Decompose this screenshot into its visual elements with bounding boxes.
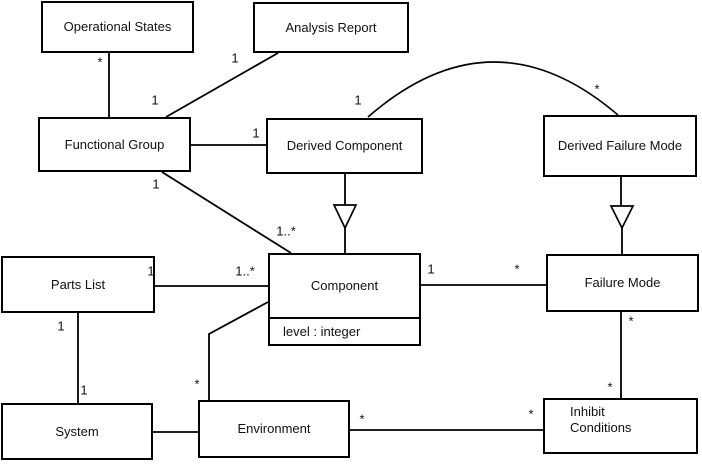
class-box-analysis-report[interactable]: Analysis Report — [253, 2, 409, 53]
class-box-operational-states[interactable]: Operational States — [41, 1, 194, 53]
class-name-label: Operational States — [63, 19, 172, 34]
class-name-label: Analysis Report — [285, 19, 377, 35]
generalization-triangle-icon — [609, 205, 635, 230]
class-name-label: Component — [310, 278, 379, 293]
class-box-derived-failure-mode[interactable]: Derived Failure Mode — [543, 115, 697, 177]
class-name-label: Functional Group — [64, 136, 165, 152]
class-box-failure-mode[interactable]: Failure Mode — [546, 254, 699, 312]
class-box-system[interactable]: System — [1, 403, 153, 460]
generalization-derived-failure-mode--failure-mode[interactable] — [609, 177, 635, 254]
generalization-triangle-icon — [332, 204, 358, 230]
class-name-line: Conditions — [570, 420, 632, 435]
class-box-component[interactable]: Component level : integer — [268, 253, 421, 346]
class-box-derived-component[interactable]: Derived Component — [266, 118, 423, 174]
class-name-line: Inhibit — [570, 404, 605, 419]
association-functional-group--analysis-report[interactable] — [165, 52, 279, 118]
association-component--environment[interactable] — [208, 301, 269, 400]
name-compartment: Component — [270, 255, 419, 317]
class-box-environment[interactable]: Environment — [198, 400, 350, 458]
association-derived-component--derived-failure-mode[interactable] — [367, 61, 619, 118]
class-box-functional-group[interactable]: Functional Group — [38, 117, 191, 172]
class-name-label: System — [55, 423, 99, 439]
class-box-parts-list[interactable]: Parts List — [1, 256, 155, 313]
attributes-compartment: level : integer — [270, 317, 419, 344]
class-name-label: Derived Component — [286, 138, 403, 153]
class-name-label: Parts List — [50, 276, 106, 292]
class-attribute: level : integer — [283, 323, 361, 339]
class-name-label: Derived Failure Mode — [557, 138, 683, 153]
generalization-derived-component--component[interactable] — [332, 174, 358, 253]
association-functional-group--component[interactable] — [161, 171, 292, 254]
class-name-label: Failure Mode — [584, 275, 661, 290]
class-name-label: Environment — [237, 421, 311, 436]
